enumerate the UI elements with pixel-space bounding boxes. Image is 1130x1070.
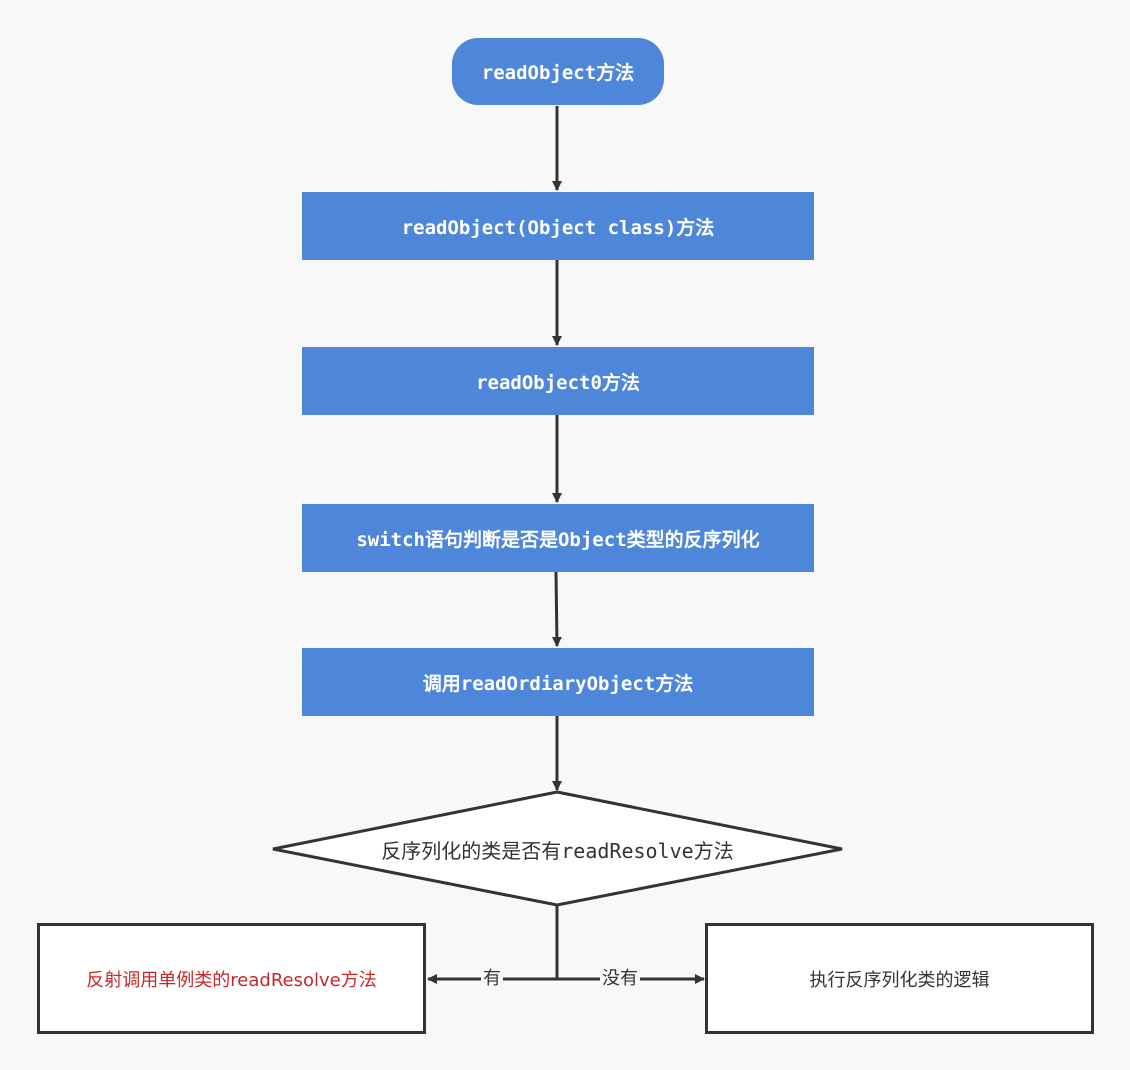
start-node: readObject方法 (452, 38, 664, 105)
step-readordiaryobject-label: 调用readOrdiaryObject方法 (422, 672, 694, 695)
yes-edge-label: 有 (481, 968, 503, 990)
arrow-step3-to-step4 (551, 571, 562, 647)
start-node-label: readObject方法 (481, 62, 635, 84)
step-readobject0: readObject0方法 (302, 347, 814, 415)
no-result-label: 执行反序列化类的逻辑 (809, 969, 990, 991)
step-switch-check-label: switch语句判断是否是Object类型的反序列化 (356, 528, 760, 551)
step-readordiaryobject: 调用readOrdiaryObject方法 (302, 648, 814, 716)
step-readobject-class: readObject(Object class)方法 (302, 192, 814, 260)
step-readobject-class-label: readObject(Object class)方法 (401, 216, 715, 239)
decision-label: 反序列化的类是否有readResolve方法 (381, 838, 734, 863)
step-switch-check: switch语句判断是否是Object类型的反序列化 (302, 504, 814, 572)
no-result-box: 执行反序列化类的逻辑 (705, 923, 1094, 1034)
yes-result-box: 反射调用单例类的readResolve方法 (37, 923, 426, 1034)
no-edge-label: 没有 (600, 968, 640, 990)
step-readobject0-label: readObject0方法 (476, 371, 640, 394)
yes-result-label: 反射调用单例类的readResolve方法 (86, 969, 377, 991)
